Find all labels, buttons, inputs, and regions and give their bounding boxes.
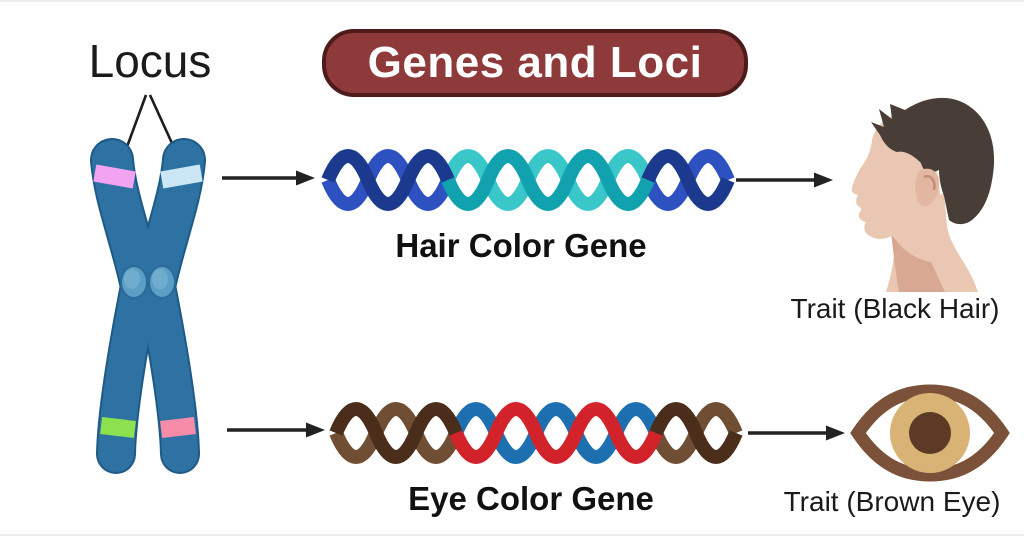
arrow-hair-gene-to-trait: [736, 172, 833, 188]
arrow-chromosome-to-eye-gene: [227, 422, 325, 438]
diagram-title: Genes and Loci: [367, 38, 703, 87]
brown-eye-trait-label: Trait (Brown Eye): [783, 486, 1001, 517]
arrow-eye-gene-to-trait: [748, 425, 845, 441]
hair-gene-dna-helix-icon: [321, 149, 735, 211]
brown-eye-icon: [850, 384, 1010, 482]
diagram-title-banner: Genes and Loci: [322, 29, 748, 97]
eye-gene-dna-helix-icon: [329, 402, 743, 464]
locus-band-violet: [93, 164, 136, 189]
locus-band-green: [100, 417, 136, 438]
x-chromosome-icon: [90, 138, 206, 474]
locus-band-light-blue: [160, 164, 203, 189]
male-profile-head-icon: [851, 97, 995, 292]
black-hair-trait-label: Trait (Black Hair): [790, 293, 1000, 324]
centromere: [120, 265, 176, 299]
locus-band-pink: [160, 417, 196, 438]
arrow-chromosome-to-hair-gene: [222, 170, 315, 186]
locus-label: Locus: [88, 35, 212, 87]
eye-color-gene-label: Eye Color Gene: [408, 480, 654, 517]
hair-color-gene-label: Hair Color Gene: [395, 227, 647, 264]
